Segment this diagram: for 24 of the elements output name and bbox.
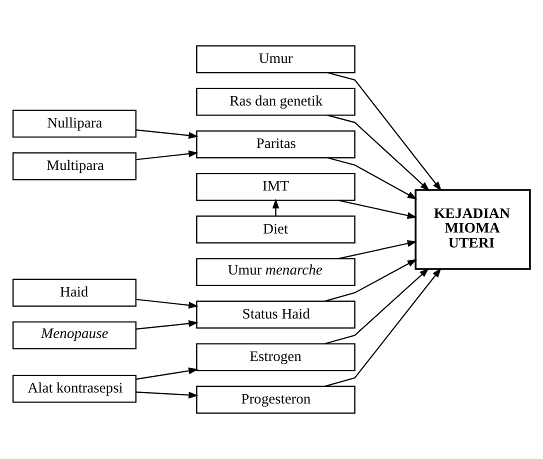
- node-box: Multipara: [12, 152, 136, 180]
- node-box: Ras dan genetik: [196, 88, 356, 116]
- arrow: [338, 200, 418, 219]
- arrow: [136, 320, 198, 330]
- node-box: Progesteron: [196, 386, 356, 414]
- arrow: [272, 198, 280, 216]
- arrow: [136, 298, 198, 309]
- node-box: Paritas: [196, 130, 356, 158]
- node-box: KEJADIAN MIOMA UTERI: [414, 189, 531, 270]
- node-box: Umur menarche: [196, 258, 356, 286]
- node-box: Haid: [12, 278, 136, 307]
- node-box: Umur: [196, 45, 356, 74]
- arrow: [136, 392, 198, 398]
- arrow: [136, 367, 198, 380]
- node-box: Diet: [196, 216, 356, 244]
- node-box: Menopause: [12, 321, 136, 350]
- arrow: [136, 150, 198, 160]
- node-box: Estrogen: [196, 343, 356, 372]
- node-box: IMT: [196, 172, 356, 201]
- node-box: Alat kontrasepsi: [12, 374, 136, 403]
- arrow: [338, 240, 418, 260]
- node-box: Nullipara: [12, 110, 136, 138]
- arrow: [136, 129, 198, 139]
- node-box: Status Haid: [196, 300, 356, 329]
